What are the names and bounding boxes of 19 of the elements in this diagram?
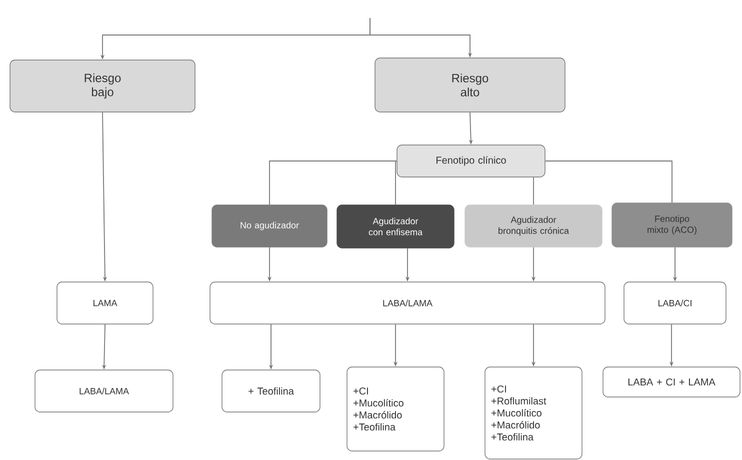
phenotype-box: Agudizador bronquitis crónica [464,204,602,248]
treatment-box: LABA/LAMA [34,370,174,412]
treatment-box: LABA + CI + LAMA [602,366,740,398]
phenotype-box: No agudizador [212,204,328,248]
treatment-box: LAMA [56,282,154,324]
risk-box: Riesgo alto [374,58,566,112]
connector-line [269,160,398,206]
treatment-box: +CI +Mucolítico +Macrólido +Teofilina [346,366,444,452]
phenotype-box: Agudizador con enfisema [336,204,454,248]
treatment-box: + Teofilina [222,370,320,412]
phenotype-box: Fenotipo mixto (ACO) [612,202,732,248]
connector-line [544,160,672,204]
treatment-box: LABA/LAMA [210,282,606,324]
connector-line [395,160,398,206]
phenotype-box: Fenotipo clínico [396,144,546,178]
connector-line [533,176,534,206]
risk-box: Riesgo bajo [10,60,196,112]
treatment-box: +CI +Roflumilast +Mucolítico +Macrólido +Teofilina [484,366,582,460]
treatment-box: LABA/CI [624,282,726,324]
